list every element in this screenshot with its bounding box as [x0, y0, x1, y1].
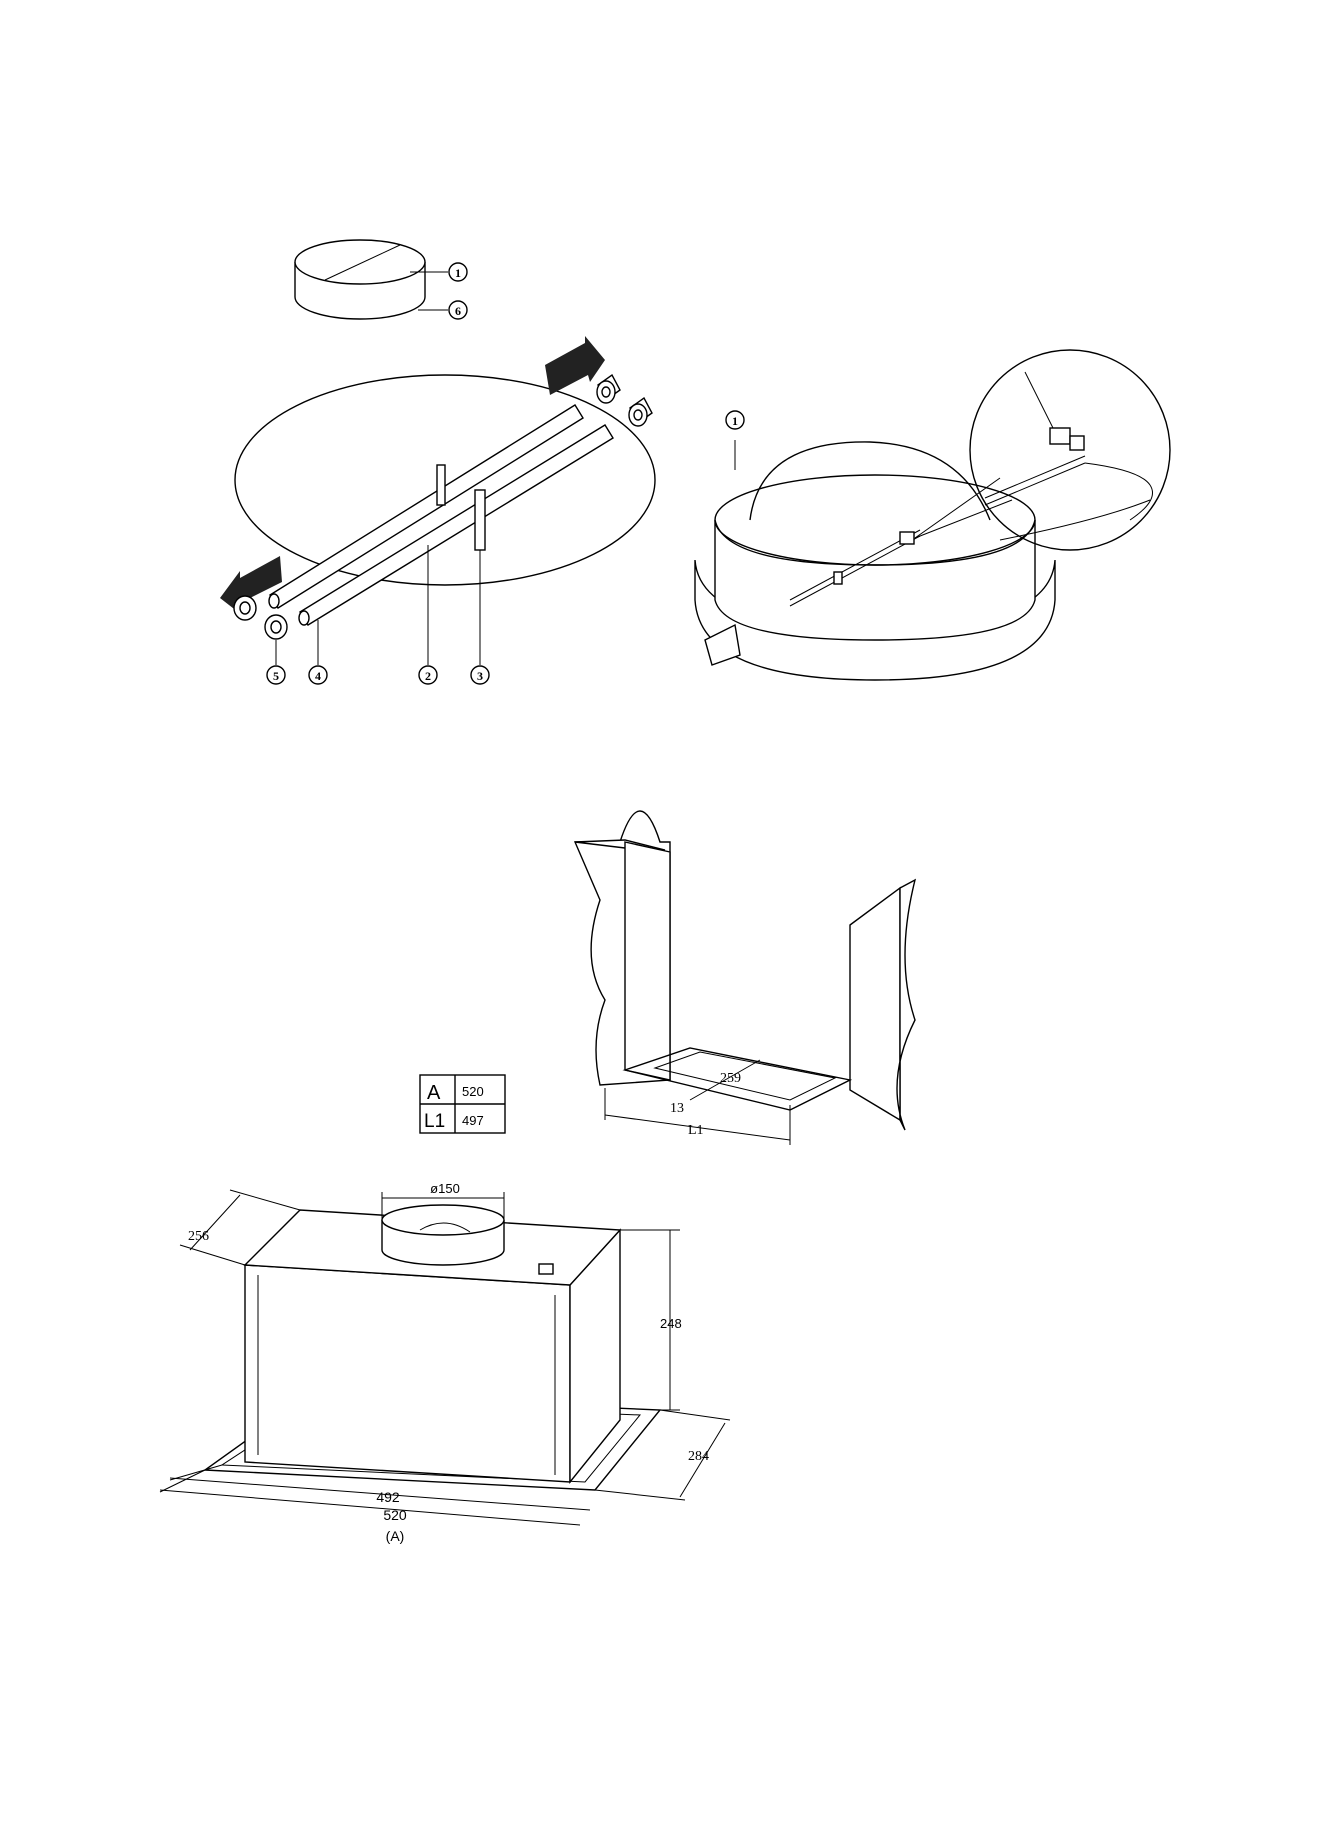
- dim-ext: [160, 1470, 205, 1492]
- pin-short: [437, 465, 445, 505]
- damper-hinge: [900, 532, 914, 544]
- rod-lower: [300, 425, 613, 625]
- svg-text:1: 1: [732, 414, 738, 428]
- dim-diameter: ø150: [430, 1181, 460, 1196]
- charcoal-filter-figure: 1 6: [295, 240, 467, 319]
- detail-axle: [985, 463, 1085, 505]
- hood-front-face: [245, 1265, 570, 1482]
- outlet-rim: [382, 1205, 504, 1235]
- rod-end: [299, 611, 309, 625]
- table-key-l1: L1: [424, 1111, 445, 1132]
- callout-filter-1: 1: [449, 263, 467, 281]
- pin-tall: [475, 490, 485, 550]
- svg-text:4: 4: [315, 669, 321, 683]
- svg-text:5: 5: [273, 669, 279, 683]
- detail-leader: [1025, 372, 1055, 432]
- damper-disc-figure: 5 4 2 3: [220, 336, 655, 684]
- svg-text:2: 2: [425, 669, 431, 683]
- bushing-upper-left: [234, 596, 256, 620]
- dim-line-520: [160, 1490, 580, 1525]
- arrow-right-icon: [545, 336, 605, 395]
- detail-axle: [985, 456, 1085, 498]
- dim-492: 492: [376, 1489, 400, 1505]
- dim-ext: [180, 1245, 245, 1265]
- dim-ext: [660, 1410, 730, 1420]
- bushing-lower-right: [629, 398, 652, 426]
- hood-vent-tab: [539, 1264, 553, 1274]
- callout-disc-2: 2: [419, 666, 437, 684]
- dim-256: 256: [188, 1229, 209, 1244]
- dim-ext: [230, 1190, 300, 1210]
- dim-l1: L1: [688, 1123, 704, 1138]
- hood-figure: ø150 256 248 284 492 520 (A): [160, 1181, 730, 1544]
- dim-ext: [595, 1490, 685, 1500]
- table-value-a: 520: [462, 1084, 484, 1099]
- cabinet-wall-right-edge: [897, 880, 915, 1130]
- callout-rod-5: 5: [267, 666, 285, 684]
- callout-filter-6: 6: [449, 301, 467, 319]
- dim-284: 284: [688, 1449, 709, 1464]
- damper-clip: [834, 572, 842, 584]
- flange-rim: [715, 475, 1035, 565]
- dim-520: 520: [383, 1507, 407, 1523]
- rod-upper: [270, 405, 583, 608]
- svg-text:1: 1: [455, 266, 461, 280]
- callout-flange-1: 1: [726, 411, 744, 429]
- cabinet-wall-right-face: [850, 888, 900, 1120]
- detail-hinge: [1050, 428, 1070, 444]
- svg-text:3: 3: [477, 669, 483, 683]
- detail-hinge-pin: [1070, 436, 1084, 450]
- callout-pin-3: 3: [471, 666, 489, 684]
- zoom-line: [915, 478, 1000, 538]
- flange-figure: 1: [695, 350, 1170, 680]
- filter-top: [295, 240, 425, 284]
- table-key-a: A: [427, 1082, 441, 1104]
- callout-rod-4: 4: [309, 666, 327, 684]
- cabinet-wall-left-face: [625, 842, 670, 1080]
- svg-text:6: 6: [455, 304, 461, 318]
- table-value-l1: 497: [462, 1113, 484, 1128]
- flange-ring: [715, 520, 1035, 640]
- rod-end: [269, 594, 279, 608]
- dim-ext: [170, 1465, 222, 1480]
- dim-248: 248: [660, 1316, 682, 1331]
- variant-label: (A): [386, 1528, 405, 1544]
- size-table: A 520 L1 497: [420, 1075, 505, 1133]
- detail-flap-edge: [1000, 500, 1150, 540]
- dim-13: 13: [670, 1101, 684, 1116]
- cabinet-figure: 259 13 L1: [575, 811, 915, 1145]
- bushing-lower-left: [265, 615, 287, 639]
- bushing-upper-right: [597, 375, 620, 403]
- dim-259: 259: [720, 1071, 741, 1086]
